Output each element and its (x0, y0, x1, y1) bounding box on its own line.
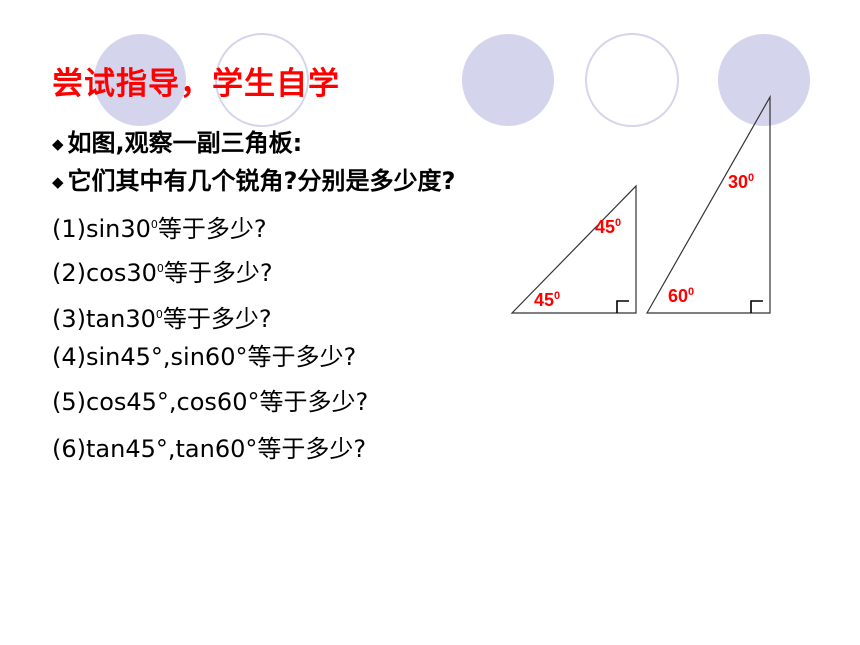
top-angle-label-45: 450 (595, 217, 621, 237)
question-2: (2)cos300等于多少? (52, 259, 273, 287)
slide-title: 尝试指导，学生自学 (52, 66, 340, 102)
circle-2 (215, 33, 309, 127)
question-3: (3)tan300等于多少? (52, 305, 272, 333)
top-angle-label-30: 300 (728, 172, 754, 192)
bottom-angle-label-45: 450 (534, 290, 560, 310)
decorative-circles (94, 33, 810, 127)
bullet-line-2: ◆它们其中有几个锐角?分别是多少度? (52, 167, 456, 195)
question-6: (6)tan45°,tan60°等于多少? (52, 435, 367, 463)
thirty-sixty-triangle (645, 94, 771, 314)
circle-4 (585, 33, 679, 127)
bullet-line-1: ◆如图,观察一副三角板: (52, 129, 303, 157)
diamond-bullet-icon: ◆ (52, 135, 64, 153)
right-angle-mark (750, 300, 763, 313)
bottom-angle-label-60: 600 (668, 286, 694, 306)
circle-3 (462, 34, 554, 126)
circle-1 (94, 34, 186, 126)
isosceles-right-triangle (510, 184, 637, 314)
question-4: (4)sin45°,sin60°等于多少? (52, 343, 357, 371)
question-5: (5)cos45°,cos60°等于多少? (52, 388, 369, 416)
diamond-bullet-icon: ◆ (52, 173, 64, 191)
question-1: (1)sin300等于多少? (52, 215, 267, 243)
right-angle-mark (616, 300, 629, 313)
circle-5 (718, 34, 810, 126)
set-square-diagram: 450 450 300 600 (510, 94, 771, 314)
